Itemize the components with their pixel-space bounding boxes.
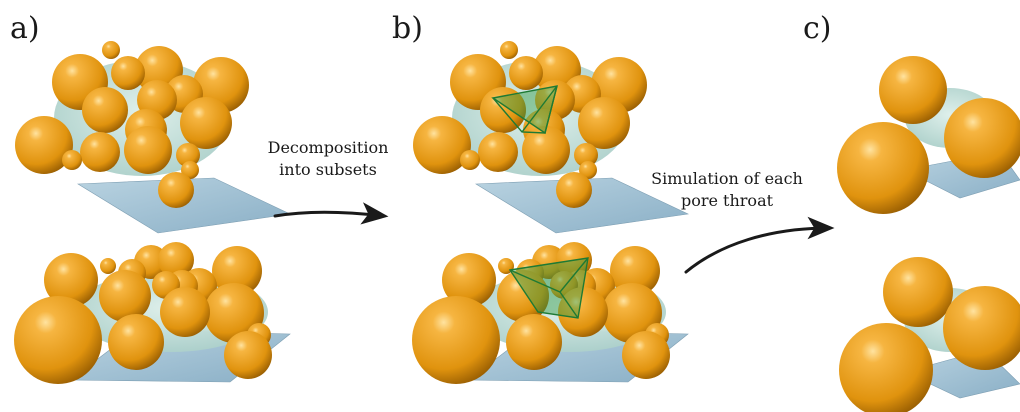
sphere [460,150,480,170]
sphere [579,161,597,179]
sphere [160,287,210,337]
sphere [837,122,929,214]
sphere [500,41,518,59]
sphere [99,270,151,322]
sphere [100,258,116,274]
sphere [108,314,164,370]
decomposition-caption-line2: into subsets [279,160,377,179]
sphere [102,41,120,59]
sphere [602,283,662,343]
sphere [158,172,194,208]
sphere [111,56,145,90]
sphere [82,87,128,133]
sphere [442,253,496,307]
decomposition-arrow [273,202,389,225]
sphere [556,172,592,208]
subset-tetrahedron-top-edges [492,85,558,134]
sphere [883,257,953,327]
sphere [509,56,543,90]
process-arrows [273,202,835,274]
sphere [180,97,232,149]
sphere [158,242,194,278]
sphere [622,331,670,379]
sphere [610,246,660,296]
simulation-caption: Simulation of each pore throat [622,168,832,212]
sphere [522,126,570,174]
sphere [14,296,102,384]
sphere [44,253,98,307]
sphere [478,132,518,172]
sphere [412,296,500,384]
panel-label-b: b) [392,11,423,46]
subset-tetrahedron-bottom-edges [509,257,589,319]
sphere [839,323,933,412]
decomposition-caption-line1: Decomposition [267,138,389,157]
sphere [558,287,608,337]
sphere [578,97,630,149]
sphere [212,246,262,296]
sphere [15,116,73,174]
sphere [80,132,120,172]
sphere [204,283,264,343]
simulation-caption-line1: Simulation of each [651,169,803,188]
simulation-caption-line2: pore throat [680,191,774,210]
sphere [176,143,200,167]
simulation-arrow [684,216,835,274]
sphere [943,286,1020,370]
sphere [506,314,562,370]
subset-highlights [491,85,589,319]
sphere [62,150,82,170]
sphere [413,116,471,174]
sphere [124,126,172,174]
sphere [574,143,598,167]
sphere [879,56,947,124]
sphere [944,98,1020,178]
panel-label-a: a) [10,11,40,46]
sphere [224,331,272,379]
sphere [181,161,199,179]
decomposition-caption: Decomposition into subsets [238,137,418,181]
panel-label-c: c) [803,11,832,46]
